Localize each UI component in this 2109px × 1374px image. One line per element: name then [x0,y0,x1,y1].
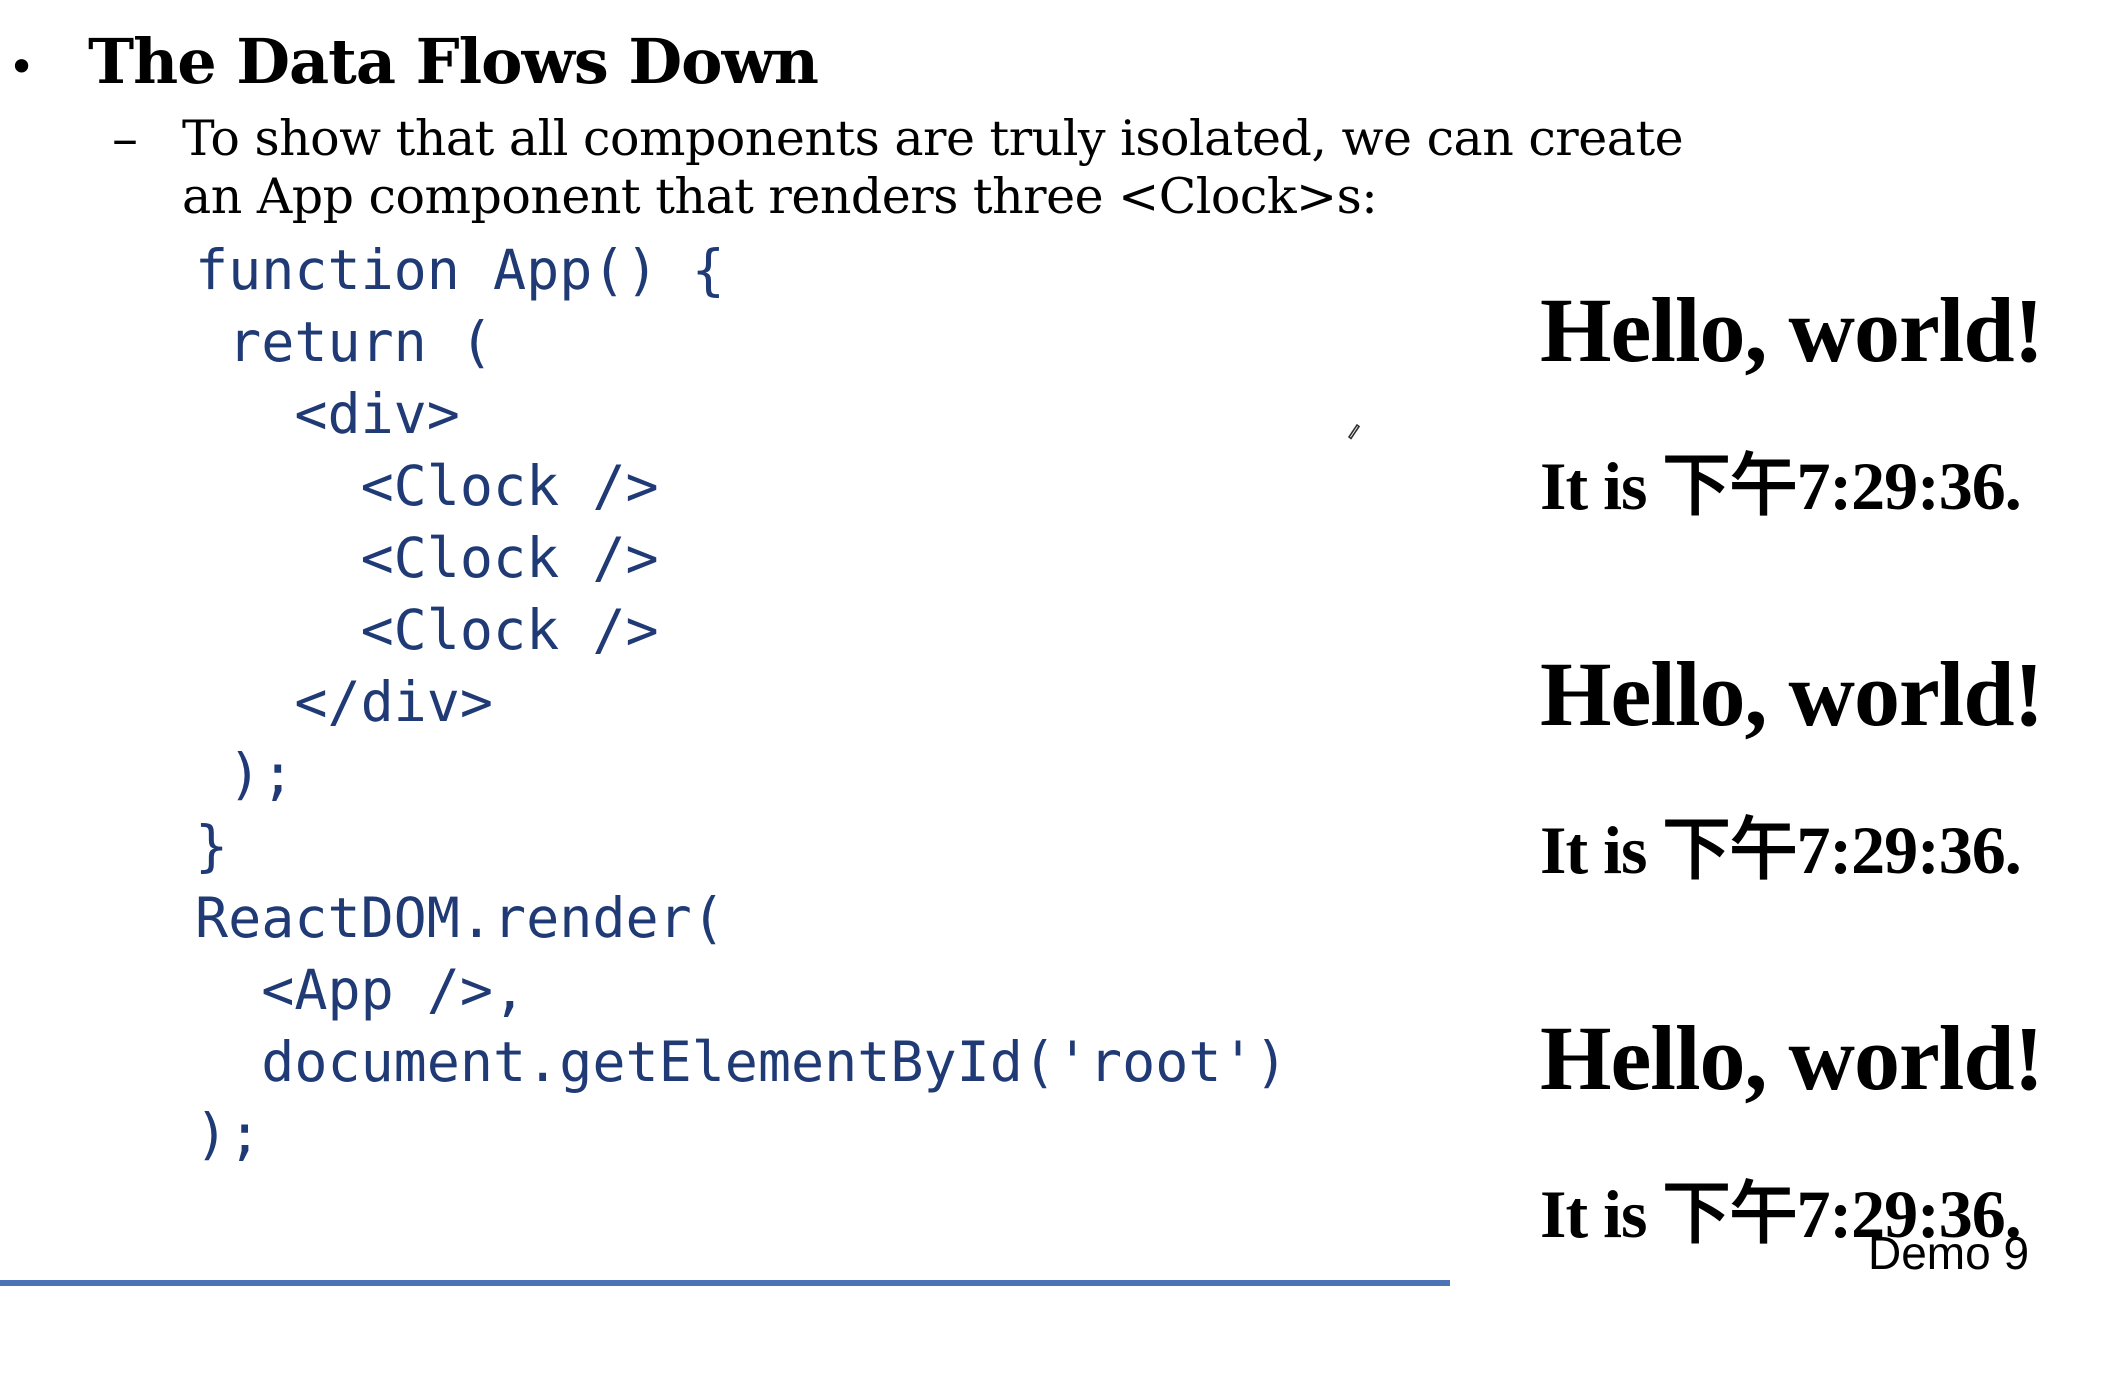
main-bullet: • The Data Flows Down [8,22,819,102]
code-line: <App />, [195,958,527,1022]
slide-title: The Data Flows Down [88,25,819,98]
code-line: <div> [195,382,460,446]
clock-output: Hello, world! It is 下午7:29:36. [1540,646,2100,1010]
code-line: </div> [195,670,494,734]
code-line: ); [195,1102,262,1166]
code-line: <Clock /> [195,454,659,518]
clock-time: It is 下午7:29:36. [1540,1176,2022,1252]
pen-cursor-icon [1347,423,1360,440]
bullet-dot: • [8,40,36,94]
clock-greeting: Hello, world! [1540,1007,2044,1109]
code-line: document.getElementById('root') [195,1030,1288,1094]
clock-greeting: Hello, world! [1540,643,2044,745]
clock-time: It is 下午7:29:36. [1540,448,2022,524]
code-line: return ( [195,310,494,374]
accent-bar [0,1280,1450,1286]
sub-bullet-dash: – [112,109,138,169]
sub-bullet: – To show that all components are truly … [112,110,1772,226]
rendered-output: Hello, world! It is 下午7:29:36. Hello, wo… [1540,282,2100,1374]
code-line: ReactDOM.render( [195,886,725,950]
code-line: function App() { [195,238,725,302]
code-line: } [195,814,229,878]
sub-bullet-text: To show that all components are truly is… [182,110,1684,225]
clock-greeting: Hello, world! [1540,279,2044,381]
clock-output: Hello, world! It is 下午7:29:36. [1540,1010,2100,1374]
demo-label: Demo 9 [1868,1227,2030,1279]
slide: • The Data Flows Down – To show that all… [0,22,2045,1286]
clock-output: Hello, world! It is 下午7:29:36. [1540,282,2100,646]
clock-time: It is 下午7:29:36. [1540,812,2022,888]
code-block: function App() { return ( <div> <Clock /… [195,234,1288,1170]
code-line: <Clock /> [195,526,659,590]
code-line: <Clock /> [195,598,659,662]
code-line: ); [195,742,295,806]
